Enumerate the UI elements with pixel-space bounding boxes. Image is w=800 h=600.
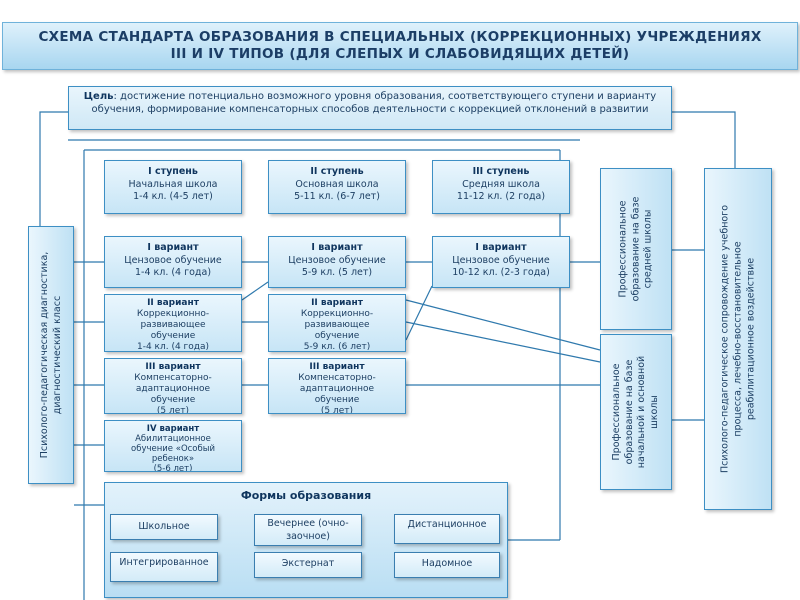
prof-bottom-line-1: Профессиональное <box>611 363 622 461</box>
variant-line: обучение <box>314 331 360 341</box>
variant-1-secondary: I вариант Цензовое обучение 10-12 кл. (2… <box>432 236 570 288</box>
variant-line: развивающее <box>304 320 370 330</box>
variant-line: (5-6 лет) <box>153 464 193 472</box>
variant-2-primary: II вариант Коррекционно- развивающее обу… <box>104 294 242 352</box>
variant-line: (5 лет) <box>156 406 190 414</box>
form-external: Экстернат <box>254 552 362 578</box>
form-label: Интегрированное <box>119 557 209 568</box>
form-integrated: Интегрированное <box>110 552 218 582</box>
goal-box: Цель: достижение потенциально возможного… <box>68 86 672 130</box>
variant-line: 5-9 кл. (6 лет) <box>303 342 371 352</box>
stage-line: Средняя школа <box>462 178 540 190</box>
variant-1-primary: I вариант Цензовое обучение 1-4 кл. (4 г… <box>104 236 242 288</box>
stage-line: Основная школа <box>295 178 379 190</box>
variant-line: Компенсаторно- <box>298 373 376 383</box>
stage-line: 1-4 кл. (4-5 лет) <box>133 191 213 202</box>
stage-title: III ступень <box>472 166 530 177</box>
title-line-2: III И IV ТИПОВ (ДЛЯ СЛЕПЫХ И СЛАБОВИДЯЩИ… <box>170 46 630 62</box>
variant-line: Цензовое обучение <box>452 254 550 266</box>
prof-edu-secondary: Профессиональное образование на базе сре… <box>600 168 672 330</box>
stage-title: I ступень <box>148 166 198 177</box>
variant-3-primary: III вариант Компенсаторно- адаптационное… <box>104 358 242 414</box>
form-label: Школьное <box>138 521 190 532</box>
stage-2: II ступень Основная школа 5-11 кл. (6-7 … <box>268 160 406 214</box>
variant-line: Цензовое обучение <box>124 254 222 266</box>
stage-line: Начальная школа <box>128 178 218 190</box>
prof-top-line-2: образование на базе <box>629 196 641 302</box>
variant-line: Абилитационное <box>135 434 211 444</box>
stage-line: 5-11 кл. (6-7 лет) <box>294 191 380 202</box>
variant-line: 5-9 кл. (5 лет) <box>301 267 373 278</box>
support-line-3: реабилитационное воздействие <box>745 257 757 421</box>
prof-bottom-line-4: школы <box>648 395 660 429</box>
variant-line: ребенок» <box>151 454 195 464</box>
prof-top-line-1: Профессиональное <box>617 200 629 298</box>
form-school: Школьное <box>110 514 218 540</box>
variant-line: Цензовое обучение <box>288 254 386 266</box>
form-evening: Вечернее (очно-заочное) <box>254 514 362 546</box>
variant-line: 1-4 кл. (4 года) <box>134 267 212 278</box>
diagnostics-bar: Психолого-педагогическая диагностика, ди… <box>28 226 74 484</box>
variant-title: II вариант <box>147 298 199 308</box>
form-home: Надомное <box>394 552 500 578</box>
variant-line: адаптационное <box>135 384 211 394</box>
variant-line: Коррекционно- <box>136 309 210 319</box>
variant-2-basic: II вариант Коррекционно- развивающее обу… <box>268 294 406 352</box>
variant-line: адаптационное <box>299 384 375 394</box>
variant-line: обучение «Особый <box>131 444 215 454</box>
variant-title: III вариант <box>309 362 365 372</box>
prof-bottom-line-2: образование на базе <box>623 359 635 465</box>
variant-title: I вариант <box>311 242 363 253</box>
prof-bottom-line-3: начальной и основной <box>636 355 647 469</box>
stage-line: 11-12 кл. (2 года) <box>456 191 546 202</box>
prof-edu-basic: Профессиональное образование на базе нач… <box>600 334 672 490</box>
goal-text: : достижение потенциально возможного уро… <box>91 91 657 115</box>
variant-line: обучение <box>150 331 196 341</box>
form-label: Дистанционное <box>407 519 487 530</box>
variant-title: I вариант <box>147 242 199 253</box>
form-label: Вечернее (очно-заочное) <box>267 518 349 542</box>
form-label: Экстернат <box>281 558 335 569</box>
variant-1-basic: I вариант Цензовое обучение 5-9 кл. (5 л… <box>268 236 406 288</box>
prof-top-line-3: средней школы <box>642 209 654 289</box>
variant-line: обучение <box>150 395 196 405</box>
variant-line: 10-12 кл. (2-3 года) <box>452 267 550 278</box>
support-bar: Психолого-педагогическое сопровождение у… <box>704 168 772 510</box>
stage-1: I ступень Начальная школа 1-4 кл. (4-5 л… <box>104 160 242 214</box>
stage-3: III ступень Средняя школа 11-12 кл. (2 г… <box>432 160 570 214</box>
form-distance: Дистанционное <box>394 514 500 544</box>
variant-line: развивающее <box>140 320 206 330</box>
diagnostics-line-1: Психолого-педагогическая диагностика, <box>39 251 50 459</box>
variant-line: Коррекционно- <box>300 309 374 319</box>
variant-title: III вариант <box>145 362 201 372</box>
diagnostics-line-2: диагностический класс <box>52 295 63 415</box>
variant-line: 1-4 кл. (4 года) <box>136 342 210 352</box>
variant-4: IV вариант Абилитационное обучение «Особ… <box>104 420 242 472</box>
education-forms-title: Формы образования <box>240 489 372 502</box>
diagram-title: СХЕМА СТАНДАРТА ОБРАЗОВАНИЯ В СПЕЦИАЛЬНЫ… <box>2 22 798 70</box>
title-line-1: СХЕМА СТАНДАРТА ОБРАЗОВАНИЯ В СПЕЦИАЛЬНЫ… <box>38 29 762 45</box>
goal-label: Цель <box>83 91 114 102</box>
stage-title: II ступень <box>310 166 364 177</box>
variant-title: IV вариант <box>146 424 200 434</box>
variant-line: Компенсаторно- <box>134 373 212 383</box>
support-line-2: процесса, лечебно-восстановительное <box>732 241 744 437</box>
variant-title: II вариант <box>311 298 363 308</box>
support-line-1: Психолого-педагогическое сопровождение у… <box>719 204 731 474</box>
variant-line: обучение <box>314 395 360 405</box>
variant-3-basic: III вариант Компенсаторно- адаптационное… <box>268 358 406 414</box>
form-label: Надомное <box>421 558 473 569</box>
variant-line: (5 лет) <box>320 406 354 414</box>
variant-title: I вариант <box>475 242 527 253</box>
